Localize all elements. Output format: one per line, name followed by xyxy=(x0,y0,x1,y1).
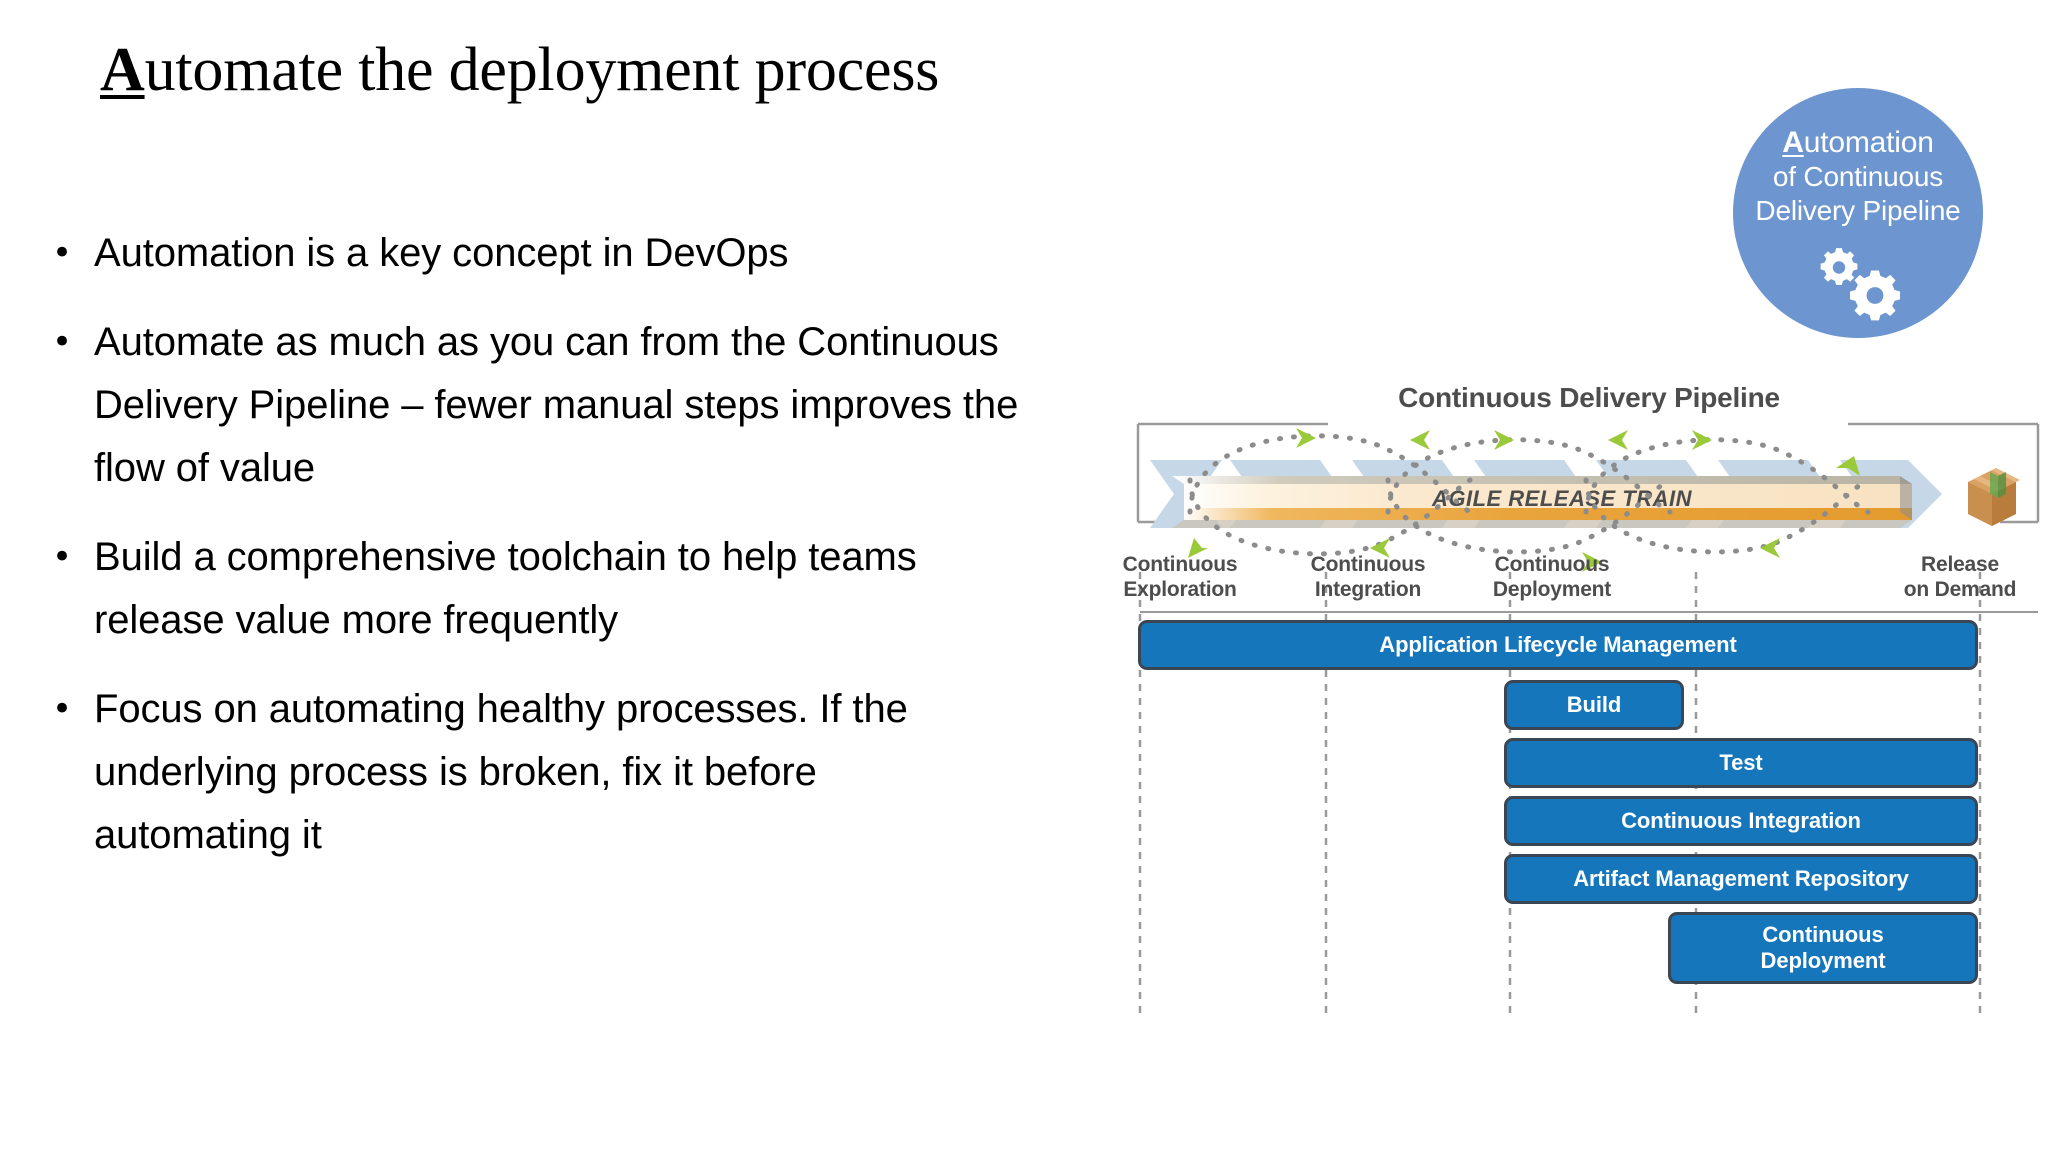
capability-bar-line2: Deployment xyxy=(1760,948,1886,973)
capability-bar-test[interactable]: Test xyxy=(1504,738,1978,788)
bullet-marker-icon: • xyxy=(52,689,73,729)
list-item: • Automate as much as you can from the C… xyxy=(48,311,1058,500)
capability-bar-line1: Continuous xyxy=(1762,922,1884,947)
dotted-loops xyxy=(1187,433,1871,557)
stage-labels: Continuous Exploration Continuous Integr… xyxy=(1123,552,2048,612)
agile-release-train-bar xyxy=(1172,476,1912,528)
stage-label-line1: Continuous xyxy=(1310,553,1426,576)
list-item: • Build a comprehensive toolchain to hel… xyxy=(48,526,1058,652)
bullet-text: Automation is a key concept in DevOps xyxy=(94,231,789,275)
automation-badge: Automation of Continuous Delivery Pipeli… xyxy=(1733,88,1983,338)
stage-label-line2: Deployment xyxy=(1492,578,1612,601)
automation-badge-line1-rest: utomation xyxy=(1803,126,1934,159)
stage-label-line1: Continuous xyxy=(1494,553,1610,576)
stage-label-line1: Release xyxy=(1921,553,1999,576)
bullet-list: • Automation is a key concept in DevOps … xyxy=(48,222,1058,893)
capability-bar-artifact-management-repository[interactable]: Artifact Management Repository xyxy=(1504,854,1978,904)
diagram-header: Continuous Delivery Pipeline xyxy=(1398,382,1780,413)
gears-icon xyxy=(1820,248,1900,321)
bullet-marker-icon: • xyxy=(52,322,73,362)
bullet-marker-icon: • xyxy=(52,233,73,273)
pipeline-graphic: AGILE RELEASE TRAIN xyxy=(1136,422,2040,1020)
bullet-text: Build a comprehensive toolchain to help … xyxy=(94,535,917,642)
stage-label-line2: Exploration xyxy=(1123,578,1237,601)
page-title: Automate the deployment process xyxy=(100,36,939,104)
capability-bars: Application Lifecycle Management Build T… xyxy=(1130,372,2048,1032)
list-item: • Focus on automating healthy processes.… xyxy=(48,678,1058,867)
capability-bar-continuous-integration[interactable]: Continuous Integration xyxy=(1504,796,1978,846)
automation-badge-line2: of Continuous xyxy=(1772,161,1944,192)
stage-label-release-on-demand: Release on Demand xyxy=(1850,552,2048,602)
capability-bar-continuous-deployment[interactable]: Continuous Deployment xyxy=(1668,912,1978,984)
automation-badge-line1: Automation xyxy=(1733,126,1983,160)
stage-label-continuous-integration: Continuous Integration xyxy=(1238,552,1498,602)
package-box-icon xyxy=(1968,468,2020,526)
capability-bar-application-lifecycle-management[interactable]: Application Lifecycle Management xyxy=(1138,620,1978,670)
loop-arrowheads xyxy=(1188,428,1860,572)
bullet-text: Automate as much as you can from the Con… xyxy=(94,320,1019,490)
stage-label-line1: Continuous xyxy=(1122,553,1238,576)
diagram-bracket xyxy=(1136,422,2040,524)
automation-badge-text: Automation of Continuous Delivery Pipeli… xyxy=(1733,126,1983,228)
stage-label-continuous-deployment: Continuous Deployment xyxy=(1422,552,1682,602)
list-item: • Automation is a key concept in DevOps xyxy=(48,222,1058,285)
page-title-first-letter: A xyxy=(100,36,145,104)
bullet-marker-icon: • xyxy=(52,537,73,577)
capability-bar-build[interactable]: Build xyxy=(1504,680,1684,730)
stage-label-continuous-exploration: Continuous Exploration xyxy=(1050,552,1310,602)
automation-badge-first-letter: A xyxy=(1782,126,1804,159)
automation-badge-line3: Delivery Pipeline xyxy=(1755,195,1961,226)
continuous-delivery-pipeline-diagram: AGILE RELEASE TRAIN xyxy=(1123,372,2048,1032)
page-title-rest: utomate the deployment process xyxy=(144,36,940,104)
stage-label-line2: on Demand xyxy=(1903,578,2017,601)
stage-label-line2: Integration xyxy=(1314,578,1422,601)
bullet-text: Focus on automating healthy processes. I… xyxy=(94,687,908,857)
